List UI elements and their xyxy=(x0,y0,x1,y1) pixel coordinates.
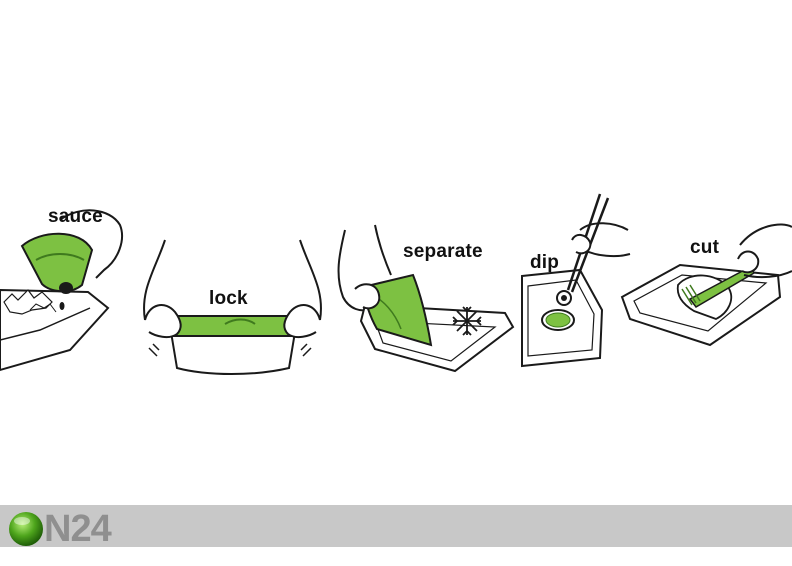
instruction-illustration: sauce lock xyxy=(0,190,792,380)
step-label-sauce: sauce xyxy=(48,206,103,227)
step-cut: cut xyxy=(620,215,792,355)
footer-bar xyxy=(0,505,792,547)
lock-illustration xyxy=(143,239,322,375)
step-label-lock: lock xyxy=(209,288,248,309)
step-dip: dip xyxy=(520,190,631,370)
green-ball-icon xyxy=(9,512,43,546)
step-sauce: sauce xyxy=(0,190,130,380)
step-separate: separate xyxy=(335,224,520,375)
step-lock: lock xyxy=(135,239,330,380)
cut-illustration xyxy=(620,223,792,347)
sauce-illustration xyxy=(0,209,123,372)
separate-illustration xyxy=(337,224,515,373)
step-label-dip: dip xyxy=(530,252,560,273)
snowflake-icon xyxy=(452,306,482,336)
footer-spacer xyxy=(0,547,792,566)
dip-illustration xyxy=(521,193,631,368)
step-label-cut: cut xyxy=(690,237,720,258)
step-label-separate: separate xyxy=(403,241,483,262)
brand-logo[interactable]: N24 xyxy=(8,508,138,550)
brand-logo-text: N24 xyxy=(44,508,112,550)
